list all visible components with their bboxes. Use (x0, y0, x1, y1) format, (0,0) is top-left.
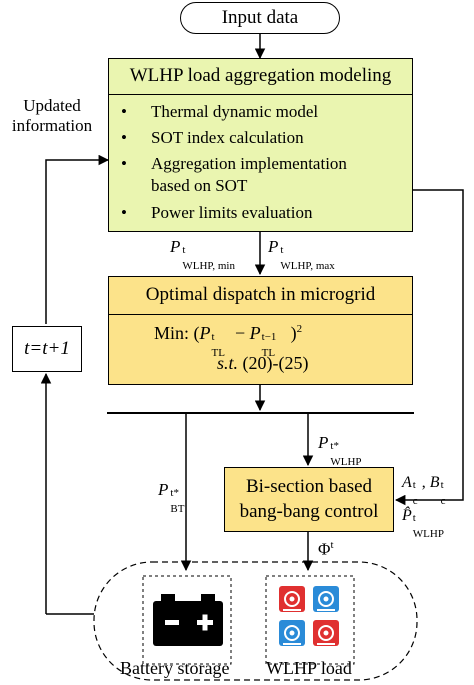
t-superscript: t (440, 479, 444, 491)
dispatch-title-box: Optimal dispatch in microgrid (108, 276, 413, 315)
t-minus-superscript: t−1 (261, 331, 277, 343)
battery-frame (142, 575, 232, 665)
aggregation-title: WLHP load aggregation modeling (129, 65, 392, 86)
battery-icon (153, 594, 223, 646)
bc-subscript: c (440, 495, 446, 507)
update-step-label: t=t+1 (24, 338, 70, 359)
t-star-superscript: t* (330, 440, 339, 452)
wlhp-frame (265, 575, 355, 665)
phi-symbol: Φ (318, 539, 331, 559)
t-superscript: t (412, 512, 416, 524)
bangbang-control-node: Bi-section based bang-bang control (224, 467, 394, 532)
t-superscript: t (211, 331, 215, 343)
arrow-update-to-aggregation (45, 154, 110, 324)
load-group-outline (93, 561, 418, 681)
constraint-line: s.t. (20)-(25) (217, 353, 309, 374)
t-superscript: t (280, 244, 284, 256)
p-min-subscript: WLHP, min (182, 260, 235, 272)
tl-subscript: TL (211, 347, 225, 359)
t-superscript: t (182, 244, 186, 256)
bangbang-line2: bang-bang control (239, 501, 379, 522)
battery-storage-label: Battery storage (120, 658, 230, 678)
phat-subscript: WLHP (412, 528, 444, 540)
bangbang-line1: Bi-section based (245, 476, 373, 497)
phi-label: Φt (318, 539, 334, 560)
bullet-dot: • (121, 128, 127, 147)
aggregation-title-box: WLHP load aggregation modeling (108, 58, 413, 95)
bullet-label: Power limits evaluation (151, 203, 313, 222)
p-bt-subscript: BT (170, 503, 185, 515)
updated-info-line1: Updated (23, 96, 81, 115)
t-superscript: t (330, 539, 334, 551)
wlhp-load-label: WLHP load (266, 658, 352, 678)
constraint-prefix: s.t. (217, 353, 239, 373)
bullet-label: Aggregation implementation (151, 154, 347, 173)
updated-info-line2: information (11, 116, 93, 135)
bullet-continuation-label: based on SOT (151, 176, 248, 195)
input-data-label: Input data (221, 7, 299, 28)
bullet-dot: • (121, 203, 127, 222)
updated-info-label: Updated information (2, 96, 102, 136)
square-exponent: 2 (296, 323, 303, 335)
ac-subscript: c (412, 495, 418, 507)
bullet-label: Thermal dynamic model (151, 102, 319, 121)
bullet-label: SOT index calculation (151, 128, 304, 147)
arrow-aggregation-to-bangbang (371, 189, 464, 506)
fan-glyphs (283, 591, 335, 645)
p-max-subscript: WLHP, max (280, 260, 335, 272)
aggregation-body-box: • Thermal dynamic model • SOT index calc… (108, 94, 413, 232)
update-step-node: t=t+1 (12, 326, 82, 372)
wlhp-units-icon (279, 586, 345, 652)
input-data-node: Input data (180, 2, 340, 34)
dispatch-title: Optimal dispatch in microgrid (145, 284, 376, 305)
t-superscript: t (412, 479, 416, 491)
p-wlhp-subscript: WLHP (330, 456, 362, 468)
constraint-range: (20)-(25) (242, 353, 309, 373)
tl-subscript: TL (261, 347, 276, 359)
bullet-dot: • (121, 102, 127, 121)
t-star-superscript: t* (170, 487, 179, 499)
bullet-dot: • (121, 154, 127, 173)
objective-prefix: Min: (154, 323, 190, 343)
